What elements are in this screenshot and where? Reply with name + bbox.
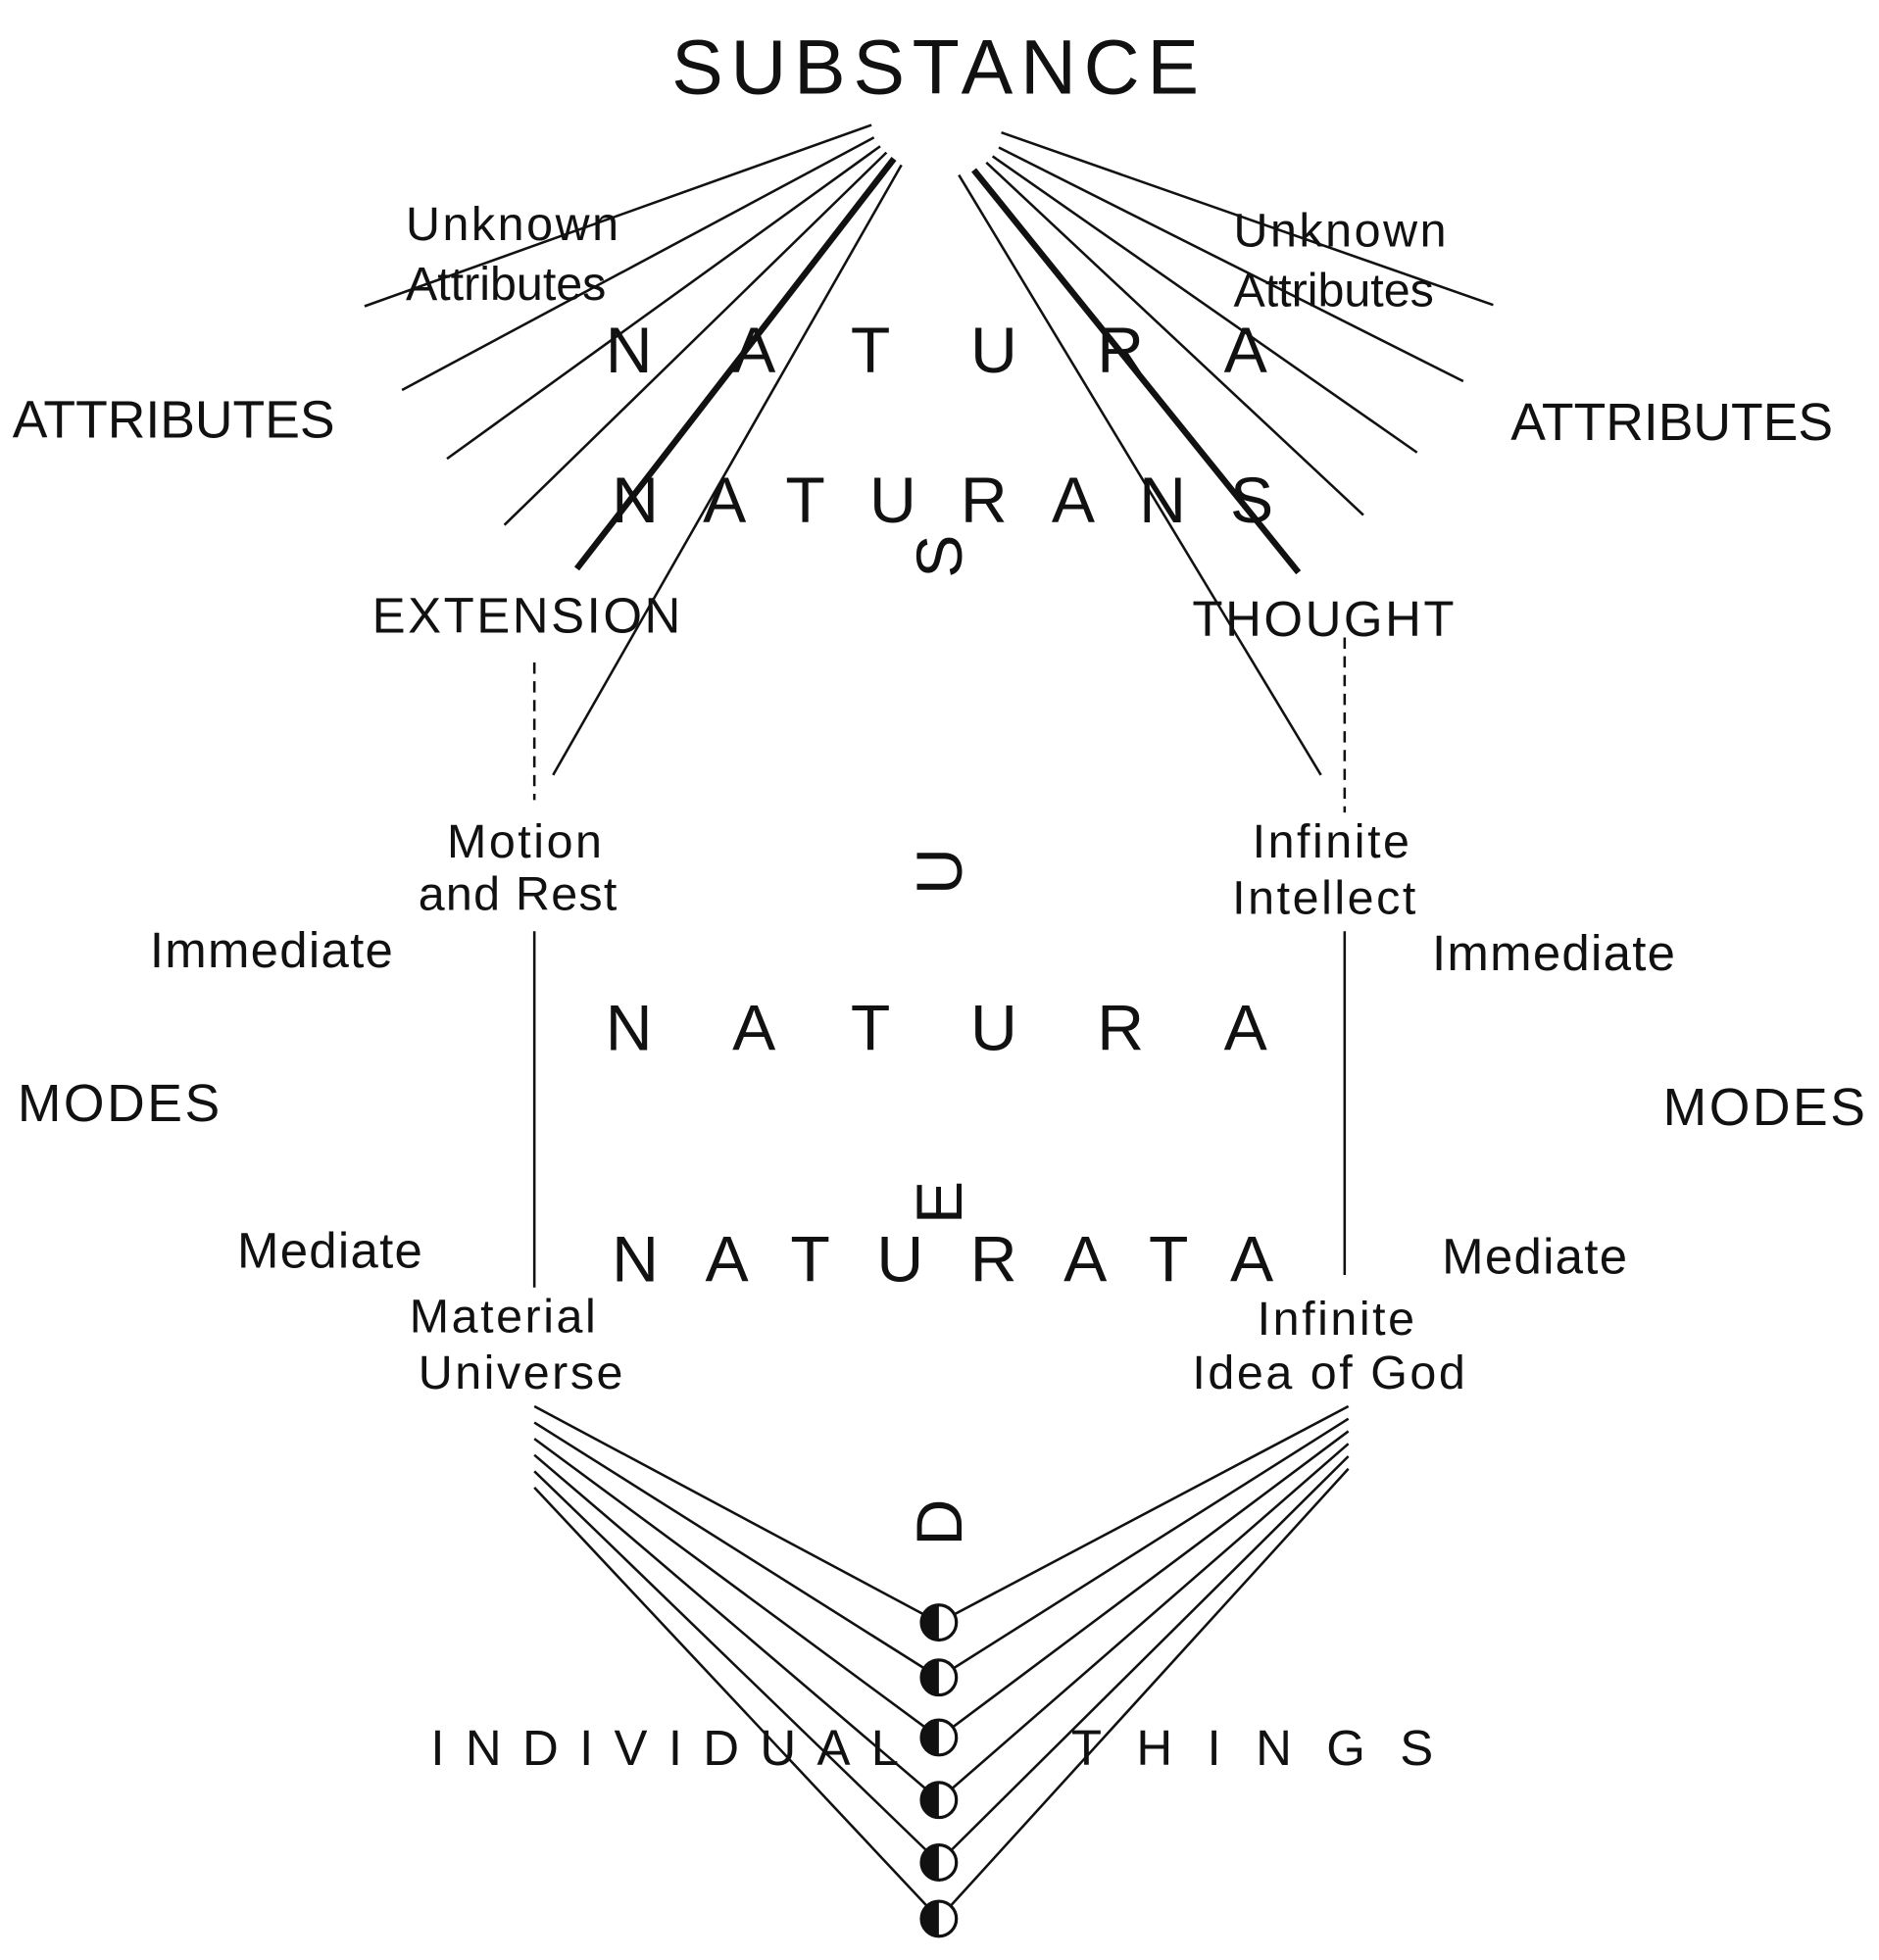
line-material-universe-to-thing xyxy=(533,1486,940,1920)
line-material-universe-to-thing xyxy=(533,1470,940,1864)
infinite-idea-label: Infinite xyxy=(1258,1293,1417,1346)
left-unknown-attributes-label: Attributes xyxy=(406,258,606,311)
line-idea-of-god-to-thing xyxy=(937,1467,1350,1920)
line-idea-of-god-to-thing xyxy=(937,1455,1350,1864)
line-attr-right xyxy=(998,146,1464,383)
line-extension xyxy=(573,157,897,571)
individual-thing-dot-icon xyxy=(919,1603,959,1642)
individual-things-dots xyxy=(919,1603,959,1938)
deus-letter-d: D xyxy=(904,1499,976,1546)
connector-lines xyxy=(364,123,1494,1288)
thought-label: THOUGHT xyxy=(1192,591,1457,647)
natura-naturata-line1: NATURA xyxy=(606,992,1268,1064)
left-unknown-label: Unknown xyxy=(406,198,621,251)
left-mediate-label: Mediate xyxy=(237,1222,423,1278)
line-attr-left xyxy=(446,145,881,461)
left-immediate-label: Immediate xyxy=(150,922,394,978)
title-substance: SUBSTANCE xyxy=(671,24,1207,111)
line-idea-of-god-to-thing xyxy=(938,1443,1350,1801)
right-mediate-label: Mediate xyxy=(1442,1229,1628,1285)
line-attr-right xyxy=(985,161,1364,516)
right-unknown-label: Unknown xyxy=(1233,204,1449,257)
infinite-label: Infinite xyxy=(1253,815,1412,868)
things-label: THINGS xyxy=(1071,1720,1433,1776)
individual-thing-dot-icon xyxy=(919,1843,959,1882)
individual-thing-dot-icon xyxy=(919,1718,959,1757)
line-material-universe-to-thing xyxy=(533,1438,940,1739)
natura-naturans-line2: NATURANS xyxy=(612,465,1273,537)
line-motion-rest xyxy=(552,164,903,776)
right-modes-label: MODES xyxy=(1663,1079,1868,1137)
line-idea-of-god-to-thing xyxy=(938,1404,1350,1624)
deus-letter-s: S xyxy=(904,534,976,577)
natura-naturata-line2: NATURATA xyxy=(612,1223,1274,1296)
right-immediate-label: Immediate xyxy=(1432,925,1676,981)
intellect-label: Intellect xyxy=(1232,871,1418,924)
line-material-universe-to-thing xyxy=(533,1453,940,1801)
line-attr-left xyxy=(503,151,888,526)
line-attr-right xyxy=(991,155,1418,454)
line-material-universe-to-thing xyxy=(533,1404,940,1624)
deus-letter-u: U xyxy=(904,848,976,895)
and-rest-label: and Rest xyxy=(419,868,618,921)
left-attributes-label: ATTRIBUTES xyxy=(13,391,335,449)
line-attr-left xyxy=(401,136,875,392)
line-material-universe-to-thing xyxy=(533,1421,940,1679)
line-unknown-attr-left xyxy=(364,123,872,308)
line-thought xyxy=(971,168,1302,575)
universe-label: Universe xyxy=(419,1347,625,1399)
individual-label: INDIVIDUAL xyxy=(430,1720,899,1776)
material-label: Material xyxy=(410,1291,598,1344)
motion-label: Motion xyxy=(447,815,605,868)
idea-of-god-label: Idea of God xyxy=(1192,1347,1467,1399)
line-infinite-intellect xyxy=(958,173,1322,776)
natura-naturans-line1: NATURA xyxy=(606,315,1268,387)
line-unknown-attr-right xyxy=(1001,131,1494,307)
individual-thing-dot-icon xyxy=(919,1781,959,1820)
individual-thing-dot-icon xyxy=(919,1899,959,1938)
individual-things-lines xyxy=(533,1404,1350,1920)
right-attributes-label: ATTRIBUTES xyxy=(1510,394,1833,452)
line-idea-of-god-to-thing xyxy=(938,1417,1350,1679)
left-modes-label: MODES xyxy=(18,1075,223,1133)
extension-label: EXTENSION xyxy=(372,587,683,643)
individual-thing-dot-icon xyxy=(919,1658,959,1697)
right-unknown-attributes-label: Attributes xyxy=(1233,264,1433,317)
deus-letter-e: E xyxy=(904,1181,976,1224)
line-idea-of-god-to-thing xyxy=(938,1430,1350,1739)
